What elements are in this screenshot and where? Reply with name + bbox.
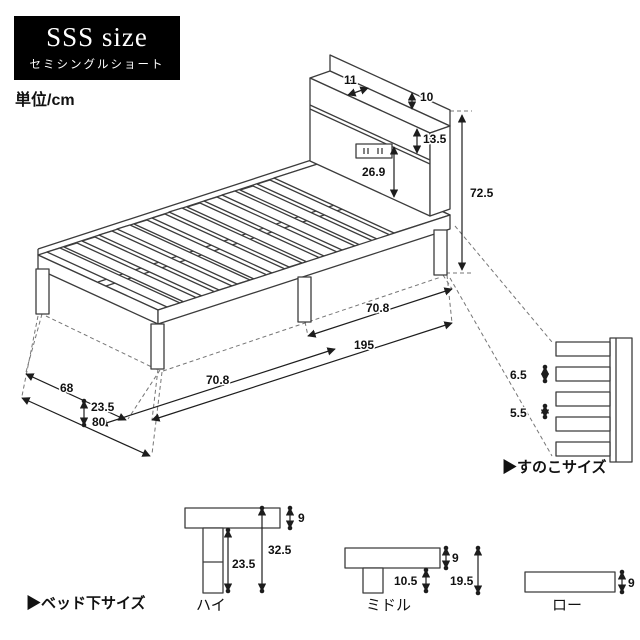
high-leg [202, 527, 224, 594]
low-rail [524, 571, 616, 593]
bed-dimension-lines [21, 86, 467, 457]
unit-label: 単位/cm [15, 92, 75, 109]
dim-middle-clearance: 10.5 [394, 574, 418, 588]
dim-high-frame: 9 [298, 511, 305, 525]
slat-closeup-slats [555, 341, 611, 457]
dim-slat-span-lower: 70.8 [206, 373, 230, 387]
headboard-side-face [429, 125, 451, 217]
dim-shelf-depth: 11 [344, 73, 357, 87]
high-rail [184, 507, 281, 529]
front-rail [157, 214, 451, 325]
under-bed-section-title: ▶ベッド下サイズ [26, 595, 146, 612]
dim-inner-width: 68 [60, 381, 74, 395]
slat-side-rail [609, 337, 633, 463]
dim-middle-frame: 9 [452, 551, 459, 565]
slat-size-section-title: ▶すのこサイズ [502, 459, 607, 476]
variant-label-high: ハイ [196, 597, 226, 614]
middle-rail [344, 547, 441, 569]
variant-label-low: ロー [552, 597, 583, 614]
outlet-icon [355, 143, 393, 159]
variant-label-middle: ミドル [366, 597, 412, 614]
dim-slat-gap: 5.5 [510, 406, 527, 420]
dim-slat-thickness: 6.5 [510, 368, 527, 382]
slat-size-diagram: 6.5 5.5 [509, 337, 633, 463]
dim-middle-total: 19.5 [450, 574, 474, 588]
height-diagram-high: 9 23.5 32.5 [184, 505, 307, 594]
dim-headboard-rail-height: 10 [420, 90, 434, 104]
size-badge-title: SSS size [46, 22, 148, 52]
size-badge-subtitle: セミシングルショート [29, 58, 165, 71]
dim-leg-height: 23.5 [91, 400, 115, 414]
dim-shelf-opening-height: 13.5 [423, 132, 447, 146]
height-diagram-low: 9 [524, 569, 637, 595]
dim-total-height: 72.5 [470, 186, 494, 200]
bed-isometric: 10 11 13.5 26.9 72.5 70.8 195 70.8 68 23… [21, 54, 553, 457]
dim-total-width: 80 [92, 415, 106, 429]
dim-low-frame: 9 [628, 576, 635, 590]
headboard [309, 54, 451, 217]
dim-headboard-panel-height: 26.9 [362, 165, 386, 179]
dim-slat-span-upper: 70.8 [366, 301, 390, 315]
dim-high-clearance: 23.5 [232, 557, 256, 571]
middle-leg [362, 567, 384, 594]
size-badge: SSS size セミシングルショート [14, 16, 180, 80]
slats [46, 179, 391, 308]
height-diagram-middle: 9 10.5 19.5 [344, 545, 483, 596]
dim-high-total: 32.5 [268, 543, 292, 557]
dim-total-length: 195 [354, 338, 374, 352]
